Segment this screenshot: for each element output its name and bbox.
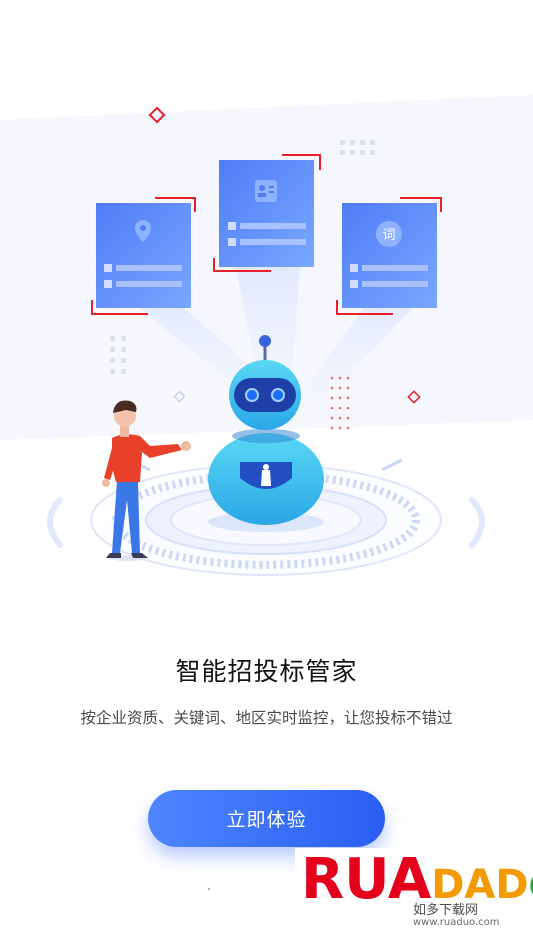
watermark-caption: 如多下载网 www.ruaduo.com bbox=[413, 904, 500, 928]
watermark-url: www.ruaduo.com bbox=[413, 916, 500, 928]
keyword-card: 词 bbox=[336, 197, 442, 315]
watermark-caption-text: 如多下载网 bbox=[413, 903, 479, 918]
location-pin-icon bbox=[135, 220, 151, 242]
site-watermark-logo: RUADADO 如多下载网 www.ruaduo.com bbox=[295, 848, 533, 949]
watermark-letters: RUADADO bbox=[301, 847, 533, 912]
hero-illustration: 词 bbox=[0, 95, 533, 595]
keyword-glyph: 词 bbox=[382, 228, 395, 243]
robot-illustration bbox=[208, 335, 324, 532]
location-card bbox=[91, 197, 196, 315]
profile-card bbox=[213, 154, 321, 272]
person-illustration bbox=[102, 400, 191, 561]
try-now-button[interactable]: 立即体验 bbox=[148, 790, 385, 847]
onboarding-title: 智能招投标管家 bbox=[175, 657, 358, 686]
decorative-dot bbox=[208, 888, 210, 890]
onboarding-subtitle: 按企业资质、关键词、地区实时监控，让您投标不错过 bbox=[80, 709, 453, 727]
id-card-icon bbox=[255, 180, 277, 202]
